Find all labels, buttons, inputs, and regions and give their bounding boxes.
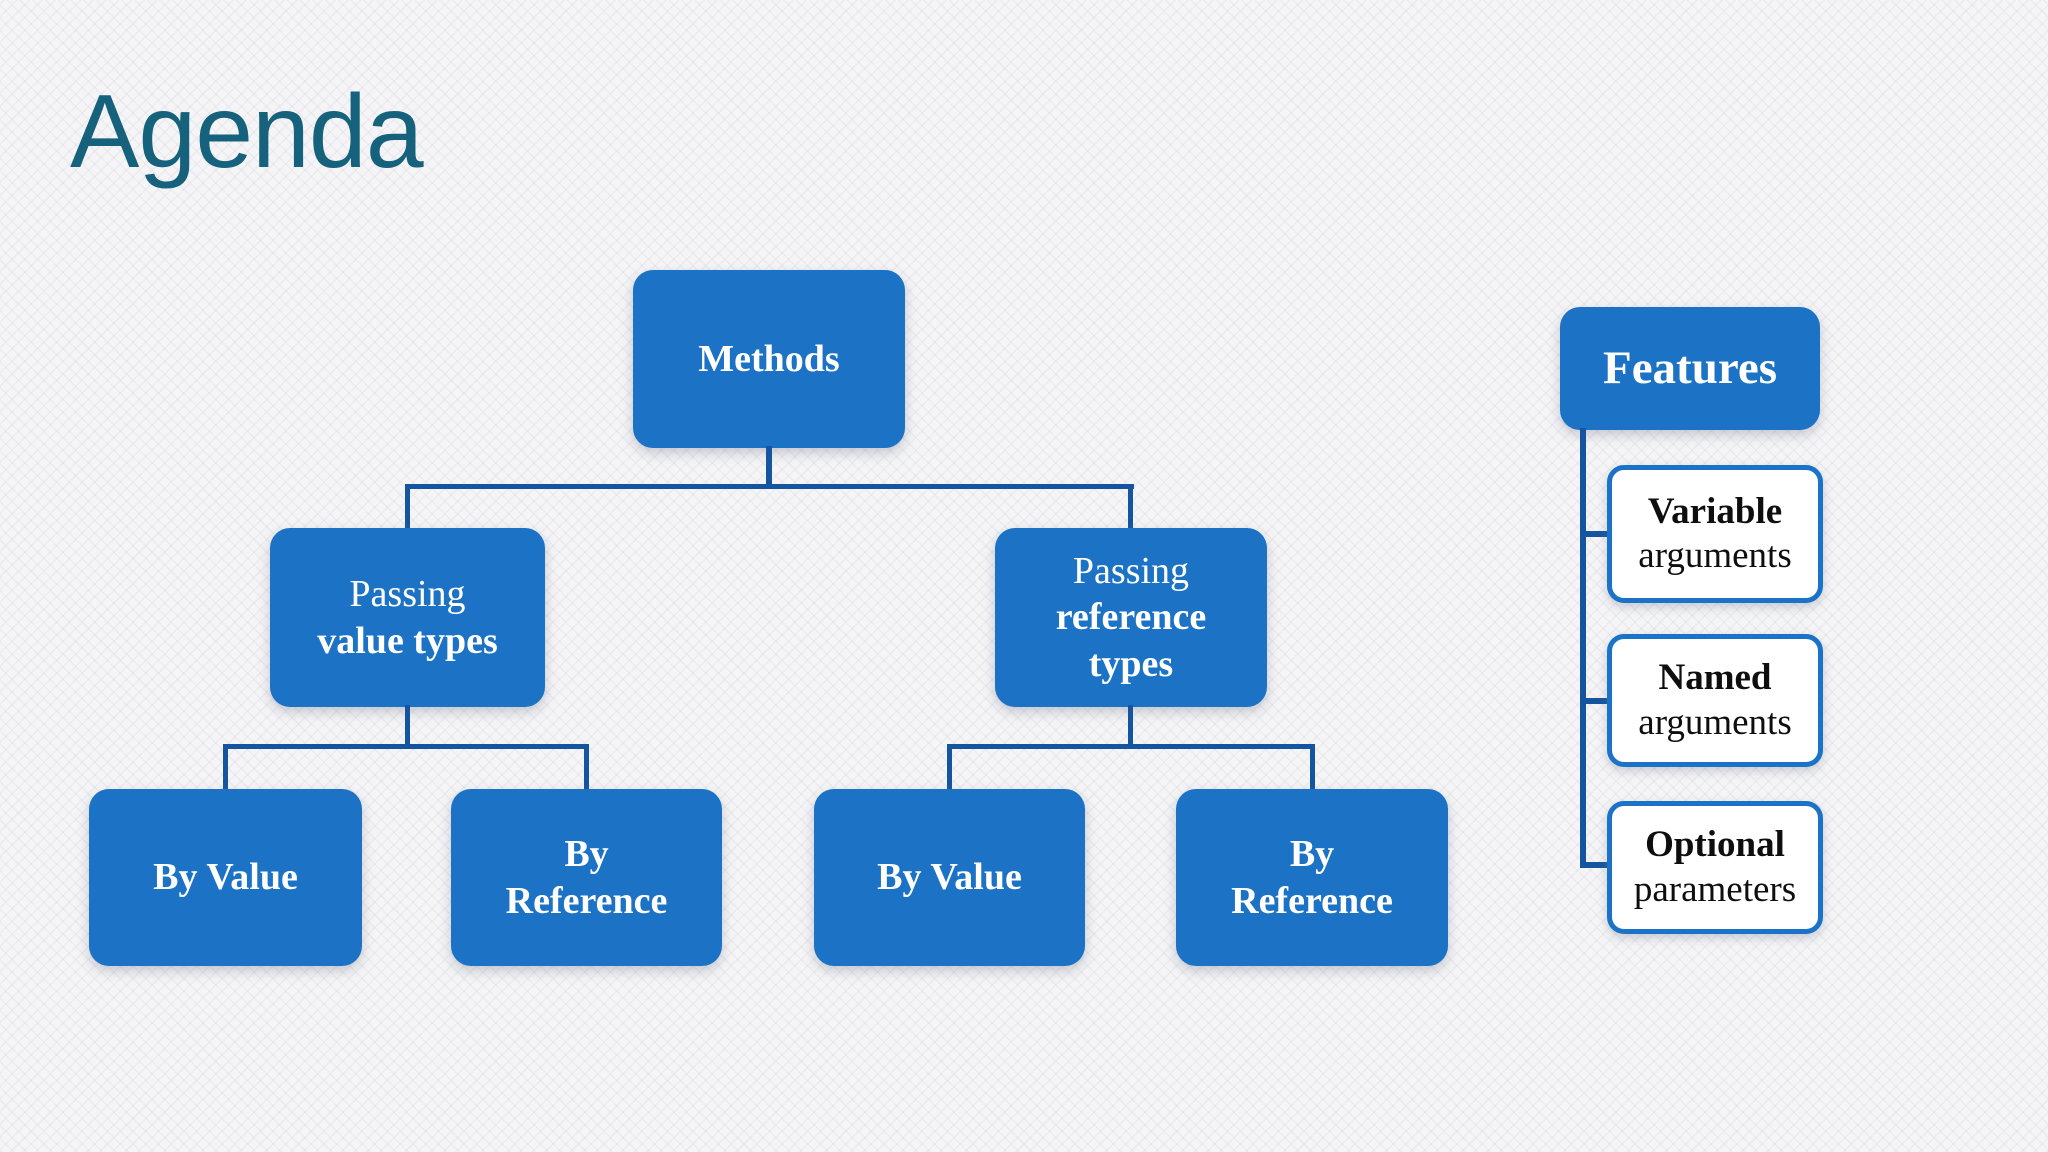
connector-stub-named-arguments xyxy=(1580,698,1612,704)
connector-reference-types-down xyxy=(1128,705,1133,749)
feature-item-optional-rest: parameters xyxy=(1633,868,1797,910)
node-by-value-1: By Value xyxy=(89,789,362,966)
connector-drop-value-types xyxy=(405,484,410,530)
connector-stub-variable-arguments xyxy=(1580,531,1612,537)
node-methods: Methods xyxy=(633,270,905,448)
feature-item-named-emphasis: Named xyxy=(1658,657,1772,699)
feature-item-variable-arguments: Variable arguments xyxy=(1607,465,1823,603)
node-by-reference-1: By Reference xyxy=(451,789,722,966)
node-by-value-2: By Value xyxy=(814,789,1085,966)
connector-drop-reference-types xyxy=(1128,484,1133,530)
node-by-value-2-label: By Value xyxy=(877,856,1022,899)
connector-drop-by-reference-1 xyxy=(584,744,589,791)
connector-drop-by-reference-2 xyxy=(1310,744,1315,791)
page-title: Agenda xyxy=(70,74,424,190)
connector-drop-by-value-2 xyxy=(947,744,952,791)
connector-value-types-down xyxy=(405,705,410,749)
node-passing-value-types: Passing value types xyxy=(270,528,545,707)
node-by-reference-2-label: By Reference xyxy=(1231,833,1393,922)
connector-drop-by-value-1 xyxy=(223,744,228,791)
node-methods-label: Methods xyxy=(698,337,840,380)
feature-item-variable-rest: arguments xyxy=(1638,535,1792,576)
node-passing-reference-emphasis: reference types xyxy=(1055,596,1207,685)
connector-features-vertical xyxy=(1580,428,1586,868)
node-passing-reference-types: Passing reference types xyxy=(995,528,1267,707)
feature-item-optional-parameters: Optional parameters xyxy=(1607,801,1823,934)
feature-item-named-rest: arguments xyxy=(1638,701,1792,743)
connector-methods-down xyxy=(766,446,772,488)
node-by-reference-2: By Reference xyxy=(1176,789,1448,966)
connector-level1-horizontal xyxy=(405,484,1134,489)
feature-item-named-arguments: Named arguments xyxy=(1607,634,1823,767)
connector-level2-right-horizontal xyxy=(947,744,1315,749)
node-by-reference-1-label: By Reference xyxy=(505,833,668,922)
features-header-label: Features xyxy=(1602,341,1778,394)
node-passing-value-emphasis: value types xyxy=(317,619,498,662)
node-passing-reference-prefix: Passing xyxy=(1072,549,1190,592)
connector-level2-left-horizontal xyxy=(223,744,589,749)
connector-stub-optional-parameters xyxy=(1580,862,1612,868)
node-passing-value-prefix: Passing xyxy=(349,573,466,616)
feature-item-optional-emphasis: Optional xyxy=(1645,824,1785,866)
features-header-box: Features xyxy=(1560,307,1820,430)
feature-item-variable-emphasis: Variable xyxy=(1647,490,1783,532)
node-by-value-1-label: By Value xyxy=(153,856,298,899)
